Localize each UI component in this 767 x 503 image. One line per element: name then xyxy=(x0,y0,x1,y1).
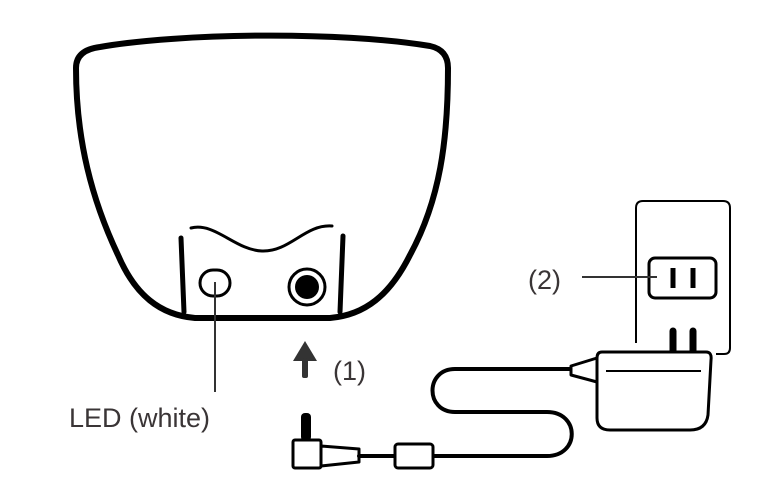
ac-adapter xyxy=(569,350,713,432)
power-cable xyxy=(357,367,574,458)
wall-outlet xyxy=(635,200,731,355)
dc-plug xyxy=(291,413,361,470)
ferrite-core xyxy=(393,442,435,470)
dc-jack-icon xyxy=(287,267,327,307)
base-unit xyxy=(73,32,451,321)
arrow-up-icon xyxy=(293,341,317,378)
step-2-label: (2) xyxy=(528,265,561,295)
led-label: LED (white) xyxy=(69,403,211,433)
step-1-label: (1) xyxy=(333,356,366,386)
